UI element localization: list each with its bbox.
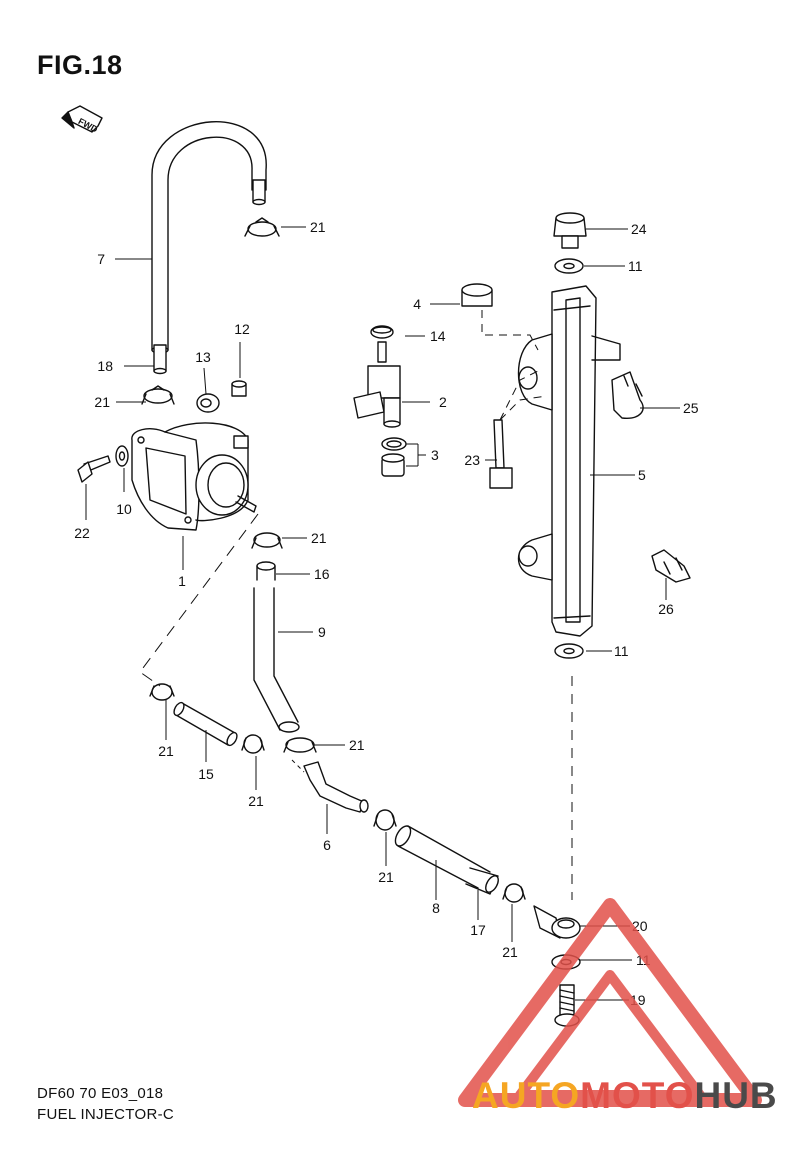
watermark-logo-icon (458, 898, 762, 1107)
clip-21-elbow-end (373, 809, 397, 831)
callout-12: 12 (234, 321, 250, 337)
part-24-screw (553, 212, 587, 249)
part-5-fuel-rail (517, 285, 621, 637)
callout-24: 24 (631, 221, 647, 237)
part-11-washer-upper (554, 258, 584, 274)
callout-8: 8 (432, 900, 440, 916)
callout-21-regulator: 21 (311, 530, 327, 546)
part-25-clamp (611, 371, 644, 419)
part-23-bolt (489, 419, 513, 489)
callout-23: 23 (464, 452, 480, 468)
leader-lines (85, 226, 680, 1001)
part-11-washer-middle (554, 643, 584, 659)
part-1-regulator (131, 422, 257, 531)
part-14-oring (370, 325, 394, 339)
watermark-text: AUTOMOTOHUB (472, 1075, 778, 1117)
part-8-hose (394, 825, 499, 895)
part-9-hose (253, 561, 300, 733)
callout-17: 17 (470, 922, 486, 938)
part-2-injector (353, 341, 401, 428)
clip-21-hose-end (141, 385, 175, 405)
callout-25: 25 (683, 400, 699, 416)
part-12-cap (231, 380, 247, 397)
callout-15: 15 (198, 766, 214, 782)
clip-21-left (149, 683, 175, 701)
callout-18: 18 (97, 358, 113, 374)
callout-22: 22 (74, 525, 90, 541)
fwd-arrow-icon: FWD (61, 105, 103, 135)
callout-26: 26 (658, 601, 674, 617)
part-3-oring-set (381, 437, 407, 477)
callout-21-hose8: 21 (502, 944, 518, 960)
callout-10: 10 (116, 501, 132, 517)
part-20-banjo (533, 905, 581, 939)
part-4-cap (461, 283, 493, 307)
callout-3: 3 (431, 447, 439, 463)
callout-21-hose9: 21 (349, 737, 365, 753)
clip-21-hose8-end (502, 883, 526, 903)
callout-13: 13 (195, 349, 211, 365)
clip-21-hose15-end (241, 734, 265, 754)
figure-title: FIG.18 (37, 50, 123, 80)
callout-6: 6 (323, 837, 331, 853)
callout-11-middle: 11 (614, 643, 629, 659)
callout-7: 7 (97, 251, 105, 267)
part-13-grommet (196, 393, 220, 413)
callout-9: 9 (318, 624, 326, 640)
drawing-name: FUEL INJECTOR-C (37, 1106, 175, 1123)
part-7-hose (151, 121, 267, 375)
callout-2: 2 (439, 394, 447, 410)
callout-21-top: 21 (310, 219, 326, 235)
part-10-washer (115, 445, 129, 467)
part-6-elbow (303, 761, 369, 813)
callout-5: 5 (638, 467, 646, 483)
callout-4: 4 (413, 296, 421, 312)
callout-21-mid: 21 (248, 793, 264, 809)
part-15-hose (173, 701, 238, 747)
drawing-code: DF60 70 E03_018 (37, 1085, 164, 1102)
part-22-bolt (77, 455, 111, 483)
callout-14: 14 (430, 328, 446, 344)
callout-21-left: 21 (158, 743, 174, 759)
callout-21-elbow: 21 (378, 869, 394, 885)
watermark-part-3: HUB (694, 1075, 778, 1116)
watermark-part-2: MOTO (580, 1075, 695, 1116)
callout-11-upper: 11 (628, 258, 643, 274)
clip-21-top (244, 217, 280, 237)
part-26-clip (651, 549, 691, 583)
callout-16: 16 (314, 566, 330, 582)
callout-21-hose: 21 (94, 394, 110, 410)
callout-1: 1 (178, 573, 186, 589)
watermark-part-1: AUTO (472, 1075, 581, 1116)
clip-21-hose9-end (283, 737, 317, 753)
clip-21-regulator-outlet (251, 532, 283, 549)
